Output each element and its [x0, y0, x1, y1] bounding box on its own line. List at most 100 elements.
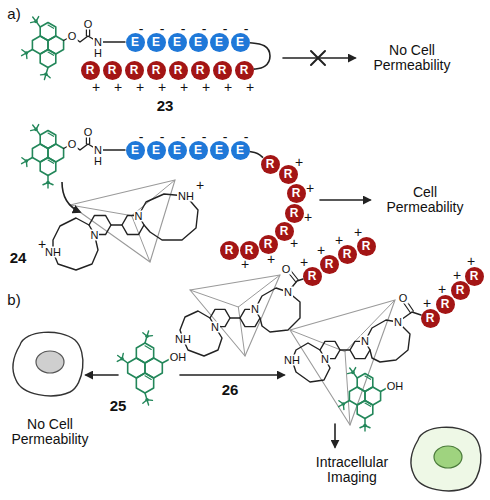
- residue-letter: R: [245, 244, 254, 256]
- residue-letter: R: [280, 225, 289, 237]
- charge-sign: -: [223, 130, 228, 144]
- process-arrow: [86, 374, 118, 376]
- residue-letter: R: [470, 270, 479, 282]
- atom-label: N: [283, 287, 293, 298]
- compound-number: 23: [157, 98, 174, 115]
- atom-label: N: [320, 353, 330, 364]
- residue-letter: R: [152, 64, 161, 76]
- charge-sign: +: [453, 268, 461, 282]
- charge-sign: +: [304, 210, 312, 224]
- residue-letter: R: [441, 298, 450, 310]
- cross-mark: [311, 51, 325, 65]
- arginine-residue: R: [235, 61, 254, 80]
- arginine-residue: R: [285, 204, 304, 223]
- charge-sign: +: [158, 80, 166, 94]
- atom-label: NH: [283, 355, 301, 366]
- panel-label: b): [7, 292, 20, 309]
- macrocycle: [365, 320, 410, 362]
- double-bond: [365, 376, 371, 379]
- sulfur-atom: [25, 51, 29, 55]
- residue-letter: R: [174, 64, 183, 76]
- residue-letter: E: [215, 144, 223, 156]
- outcome-caption: Intracellular Imaging: [302, 455, 402, 486]
- arginine-residue: R: [465, 267, 484, 286]
- charge-sign: +: [467, 254, 475, 268]
- residue-letter: R: [240, 64, 249, 76]
- cage-frame: [345, 352, 350, 425]
- atom-label: N: [360, 336, 370, 347]
- residue-letter: E: [131, 144, 139, 156]
- arginine-residue: R: [81, 61, 100, 80]
- atom-label: N: [210, 321, 220, 332]
- atom-label: O: [281, 264, 292, 275]
- charge-sign: +: [224, 80, 232, 94]
- residue-letter: R: [290, 207, 299, 219]
- atom-label: N: [90, 229, 100, 240]
- residue-letter: E: [215, 36, 223, 48]
- residue-letter: E: [152, 144, 160, 156]
- sulfur-atom: [342, 402, 346, 406]
- arginine-residue: R: [259, 235, 278, 254]
- charge-sign: -: [223, 22, 228, 36]
- charge-sign: -: [181, 130, 186, 144]
- process-arrow: [180, 374, 284, 376]
- charge-sign: +: [136, 80, 144, 94]
- cage-frame: [70, 205, 132, 216]
- charge-sign: +: [114, 80, 122, 94]
- sulfur-atom: [44, 72, 48, 76]
- residue-letter: R: [130, 64, 139, 76]
- charge-sign: -: [202, 22, 207, 36]
- residue-letter: R: [218, 64, 227, 76]
- residue-letter: R: [426, 312, 435, 324]
- atom-label: O: [83, 127, 94, 138]
- arginine-residue: R: [125, 61, 144, 80]
- atom-label: N: [393, 317, 403, 328]
- chain-linker: [249, 152, 263, 158]
- charge-sign: +: [354, 225, 362, 239]
- arginine-residue: R: [303, 267, 322, 286]
- residue-letter: R: [284, 168, 293, 180]
- charge-sign: -: [139, 130, 144, 144]
- residue-letter: R: [343, 248, 352, 260]
- residue-letter: R: [225, 244, 234, 256]
- sulfur-atom: [145, 334, 149, 338]
- residue-letter: R: [325, 258, 334, 270]
- residue-letter: E: [131, 36, 139, 48]
- process-arrow: [320, 199, 370, 201]
- pyrene-ring: [22, 17, 64, 80]
- cage-frame: [290, 300, 395, 425]
- atom-label: O: [67, 139, 78, 150]
- charge-sign: +: [196, 178, 204, 192]
- sulfur-atom: [46, 181, 50, 185]
- ring-bond: [357, 401, 373, 419]
- residue-letter: R: [86, 64, 95, 76]
- residue-letter: E: [236, 36, 244, 48]
- arginine-residue: R: [147, 61, 166, 80]
- double-bond: [145, 376, 151, 380]
- ring-bond: [40, 50, 56, 68]
- sulfur-atom: [25, 159, 29, 163]
- atom-label: NH: [44, 247, 62, 258]
- charge-sign: +: [246, 80, 254, 94]
- compound-number: 25: [110, 398, 127, 415]
- atom-label: OH: [169, 352, 188, 363]
- atom-label: O: [67, 31, 78, 42]
- charge-sign: +: [438, 282, 446, 296]
- ring-bond: [357, 374, 373, 392]
- arginine-residue: R: [421, 309, 440, 328]
- cell-nucleus: [434, 446, 462, 468]
- arginine-residue: R: [261, 155, 280, 174]
- cell-nucleus: [36, 351, 64, 373]
- cage-frame: [190, 290, 238, 307]
- charge-sign: -: [181, 22, 186, 36]
- atom-label: OH: [386, 381, 405, 392]
- atom-label: NH: [174, 334, 192, 345]
- sulfur-atom: [34, 20, 38, 24]
- pyrene-ring: [22, 125, 64, 188]
- arginine-residue: R: [213, 61, 232, 80]
- sulfur-atom: [34, 128, 38, 132]
- charge-sign: +: [290, 236, 298, 250]
- arginine-residue: R: [357, 237, 376, 256]
- pyrene-ring: [339, 368, 381, 431]
